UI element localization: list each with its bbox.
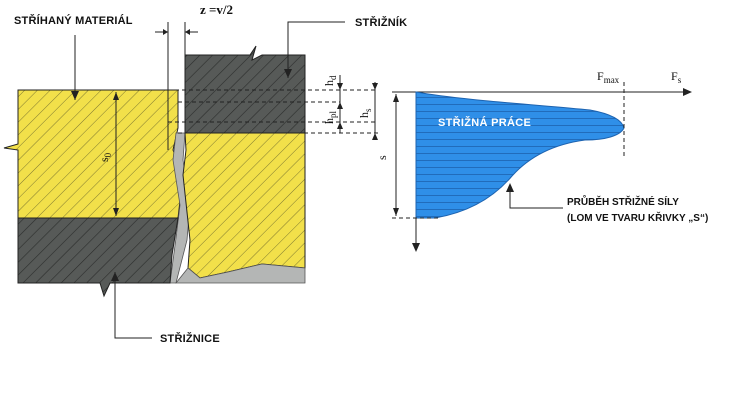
hd-symbol: hd — [322, 75, 338, 86]
fracture-bottom — [175, 263, 306, 284]
punch-label: STŘIŽNÍK — [355, 16, 407, 29]
force-label-line1: PRŮBĚH STŘIŽNÉ SÍLY — [567, 194, 679, 208]
shear-work-area — [415, 91, 625, 219]
die-block — [17, 217, 179, 298]
fmax-symbol: Fmax — [597, 69, 620, 85]
material-left — [3, 89, 184, 219]
fs-symbol: Fs — [671, 69, 682, 85]
hpl-symbol: hpl — [322, 111, 338, 125]
shear-work-label: STŘIŽNÁ PRÁCE — [438, 116, 531, 129]
clearance-label: z =v/2 — [200, 2, 233, 17]
s-axis-symbol: s — [375, 155, 389, 160]
force-label-line2: (LOM VE TVARU KŘIVKY „S“) — [567, 211, 708, 224]
die-label: STŘIŽNICE — [160, 332, 220, 345]
material-right — [182, 132, 306, 279]
hs-symbol: hs — [357, 108, 373, 118]
material-label: STŘÍHANÝ MATERIÁL — [14, 14, 133, 27]
thickness-symbol: s0 — [97, 152, 113, 162]
